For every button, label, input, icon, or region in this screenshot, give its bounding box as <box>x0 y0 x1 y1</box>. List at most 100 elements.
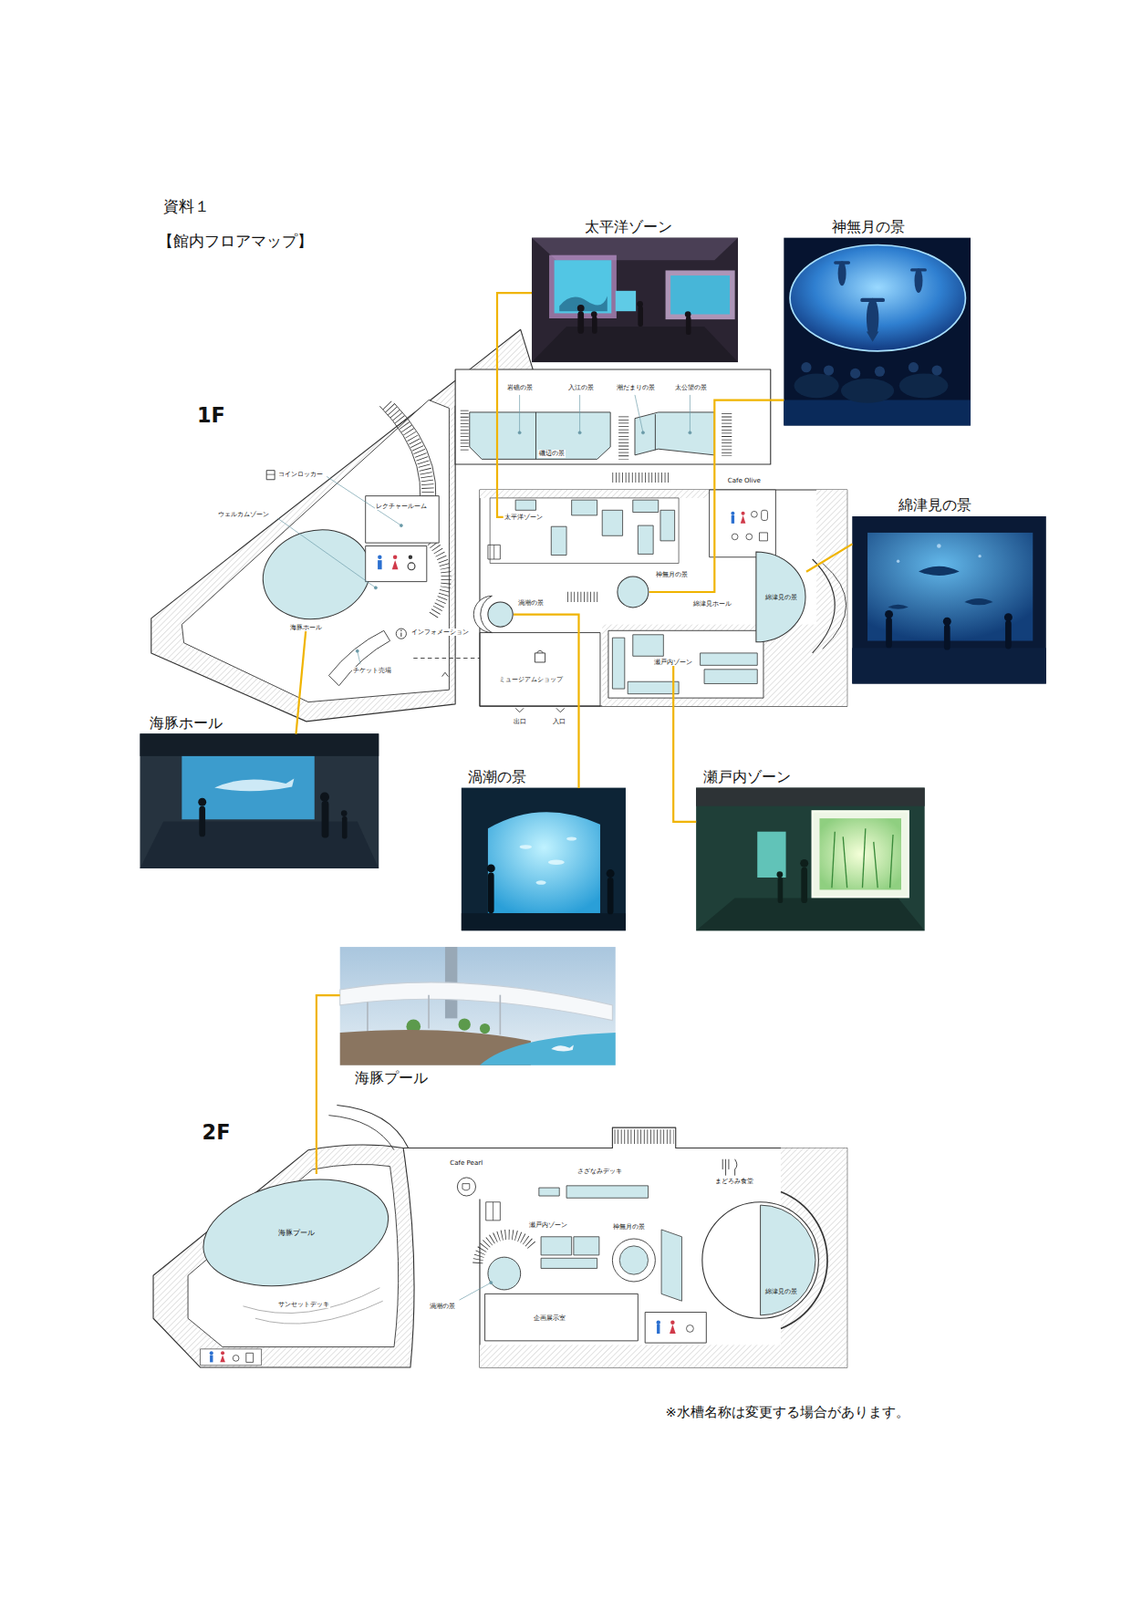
photo-dolphin-pool <box>367 995 500 1036</box>
photo-kannazuki <box>910 268 927 271</box>
photo-dolphin-hall <box>214 778 294 792</box>
floor-1f <box>460 410 469 452</box>
floor-2f <box>153 1104 848 1367</box>
photo-kannazuki <box>794 373 949 403</box>
floor-2f <box>459 1281 493 1301</box>
photo-kannazuki <box>914 268 924 293</box>
floor-2f <box>612 1238 655 1282</box>
floor-2f <box>219 1355 226 1363</box>
photo-setouchi-zone <box>757 831 786 878</box>
floor-2f <box>540 1236 572 1256</box>
floor-1f <box>400 633 402 637</box>
floor-1f <box>634 412 715 456</box>
floor-2f <box>199 1349 261 1366</box>
photo-panel: 太平洋ゾーン <box>531 238 738 364</box>
photo-kannazuki <box>908 362 919 373</box>
floor-2f <box>655 1319 660 1324</box>
floor-2f <box>685 1325 694 1333</box>
photo-dolphin-pool <box>366 1001 369 1033</box>
photo-pacific-zone <box>559 295 608 312</box>
photo-watatsumi <box>896 543 982 563</box>
photo-pacific-zone <box>636 301 644 308</box>
photo-pacific-zone <box>531 238 738 363</box>
floor-2f <box>566 1185 648 1198</box>
floor-1f <box>266 474 275 476</box>
photo-kannazuki <box>874 366 885 377</box>
photo-dolphin-pool <box>499 995 502 1036</box>
photo-caption: 渦潮の景 <box>467 768 527 786</box>
floor-1f <box>395 628 406 639</box>
photo-setouchi-zone <box>861 828 865 888</box>
floor-2f <box>209 1350 254 1362</box>
floor-1f <box>627 681 679 694</box>
leader-connector <box>497 292 532 518</box>
floor-1f <box>392 560 399 570</box>
floor-1f <box>377 555 382 560</box>
floor-1f <box>641 431 644 435</box>
photo-pacific-zone <box>685 311 692 318</box>
floor-1f <box>730 511 735 516</box>
floor-1f <box>488 544 500 560</box>
tank-circle-shape <box>617 576 649 608</box>
floor-1f <box>634 394 644 433</box>
floor-2f <box>614 1129 675 1144</box>
photo-watatsumi <box>1005 620 1012 649</box>
leader-connector <box>806 543 852 572</box>
map-label: さざなみデッキ <box>576 1167 624 1175</box>
photo-watatsumi <box>887 604 908 610</box>
photo-kannazuki <box>800 362 942 379</box>
floor-2f <box>539 1187 560 1196</box>
photo-uzushio <box>536 880 547 884</box>
photo-uzushio <box>461 788 626 932</box>
floor-1f <box>608 630 764 698</box>
floor-1f <box>373 586 377 590</box>
photo-pacific-zone <box>591 311 598 318</box>
photo-kannazuki <box>783 400 971 426</box>
photo-watatsumi <box>887 566 993 610</box>
photo-caption: 綿津見の景 <box>898 497 972 514</box>
floor-1f <box>355 649 359 653</box>
leader-connector <box>513 614 580 789</box>
floor-2f <box>479 1147 848 1368</box>
photo-watatsumi <box>918 566 960 576</box>
floor-2f <box>670 1319 675 1324</box>
floor-1f <box>660 509 676 541</box>
photo-uzushio <box>487 863 496 873</box>
floor-2f <box>661 1229 682 1301</box>
floor-1f <box>365 496 440 543</box>
floor-1f <box>688 431 692 435</box>
floor-1f <box>493 544 495 560</box>
photo-dolphin-pool <box>340 946 616 1066</box>
map-label: インフォメーション <box>410 628 470 636</box>
floor-2f <box>669 1324 676 1334</box>
floor-1f <box>534 650 545 663</box>
floor-2f <box>760 1204 816 1316</box>
photo-caption: 太平洋ゾーン <box>584 218 673 236</box>
floor-1f <box>365 545 427 582</box>
floor-1f <box>612 472 670 483</box>
floor-2f <box>246 1352 254 1362</box>
photo-uzushio <box>488 872 495 914</box>
zone-name: 瀬戸内ゾーン <box>653 658 694 666</box>
photo-dolphin-pool <box>427 995 430 1029</box>
photo-panel: 神無月の景 <box>783 238 971 426</box>
photo-kannazuki <box>833 260 927 342</box>
floor-1f <box>654 414 656 450</box>
photo-caption: 海豚ホール <box>149 715 223 732</box>
photo-watatsumi <box>936 543 941 548</box>
photo-setouchi-zone <box>831 831 835 889</box>
floor-2f <box>462 1183 470 1191</box>
photo-setouchi-zone <box>778 877 784 904</box>
map-label: 磯辺の景 <box>538 449 566 457</box>
photo-kannazuki <box>899 373 949 398</box>
floor-1f <box>399 524 403 528</box>
photo-watatsumi <box>1004 612 1013 622</box>
pool-ellipse-shape <box>198 1173 394 1292</box>
photo-kannazuki <box>800 362 811 373</box>
photo-uzushio <box>519 844 532 849</box>
floor-1f <box>731 515 735 524</box>
photo-uzushio <box>606 869 615 878</box>
floor-2f <box>619 1246 648 1275</box>
photo-pacific-zone <box>531 238 738 363</box>
